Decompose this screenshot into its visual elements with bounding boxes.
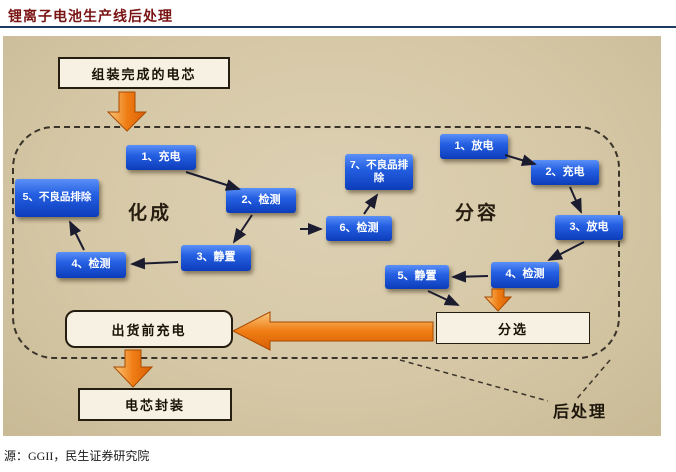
middle-step-6-test: 6、检测 — [326, 216, 392, 241]
grading-step-2-charge: 2、充电 — [531, 160, 599, 185]
grading-step-4-test: 4、检测 — [491, 262, 559, 288]
middle-step-7-reject: 7、不良品排除 — [345, 154, 413, 190]
preship-charge-box: 出货前充电 — [65, 310, 233, 348]
grading-step-3-discharge: 3、放电 — [555, 215, 623, 240]
formation-step-1-charge: 1、充电 — [126, 145, 196, 170]
formation-step-4-test: 4、检测 — [56, 252, 126, 278]
source-note: 源：GGII，民生证券研究院 — [4, 449, 150, 463]
cell-packing-box: 电芯封装 — [78, 388, 232, 421]
formation-step-5-reject: 5、不良品排除 — [15, 179, 99, 217]
formation-step-2-test: 2、检测 — [226, 188, 296, 213]
grading-section-label: 分容 — [455, 203, 500, 224]
start-box: 组装完成的电芯 — [58, 57, 230, 89]
formation-step-3-rest: 3、静置 — [181, 245, 251, 271]
sorting-box: 分选 — [436, 312, 590, 344]
grading-step-1-discharge: 1、放电 — [440, 134, 508, 159]
post-process-label: 后处理 — [553, 404, 608, 421]
page-title: 锂离子电池生产线后处理 — [8, 10, 173, 25]
title-underline — [0, 26, 676, 28]
formation-section-label: 化成 — [128, 203, 173, 224]
process-dashed-border — [12, 126, 620, 359]
grading-step-5-rest: 5、静置 — [385, 265, 449, 289]
